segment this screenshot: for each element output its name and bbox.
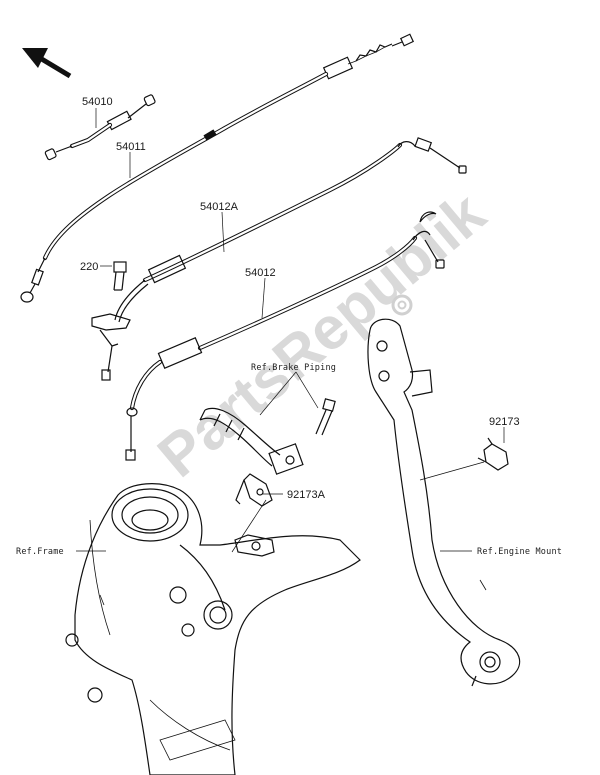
part-54012A-cable[interactable] xyxy=(114,137,467,323)
leader-lines xyxy=(76,108,505,553)
front-direction-arrow-icon xyxy=(22,48,72,79)
part-54010-cable[interactable] xyxy=(44,94,156,161)
label-54011: 54011 xyxy=(116,141,146,153)
watermark-text: PartsRepublik xyxy=(145,179,498,490)
brake-pipe-bolt xyxy=(315,398,336,436)
label-92173A: 92173A xyxy=(287,489,326,501)
label-54012: 54012 xyxy=(245,267,276,279)
label-54010: 54010 xyxy=(82,96,113,108)
part-92173-clamp[interactable] xyxy=(477,437,509,471)
brake-piping xyxy=(199,407,304,475)
part-92173A-clamp[interactable] xyxy=(235,473,273,507)
ref-frame-label: Ref.Frame xyxy=(16,547,64,557)
watermark-gear-icon xyxy=(391,294,413,316)
cable-bracket xyxy=(91,313,131,381)
label-54012A: 54012A xyxy=(200,201,239,213)
label-220: 220 xyxy=(80,261,98,273)
engine-mount-bracket xyxy=(367,318,521,687)
part-220-bolt[interactable] xyxy=(113,261,127,291)
motorcycle-frame xyxy=(65,483,361,775)
watermark: PartsRepublik xyxy=(145,179,498,490)
ref-brake-piping-label: Ref.Brake Piping xyxy=(251,363,336,373)
part-54011-cable[interactable] xyxy=(20,33,415,303)
part-54012-cable[interactable] xyxy=(125,211,445,461)
ref-engine-mount-label: Ref.Engine Mount xyxy=(477,547,562,557)
label-92173: 92173 xyxy=(489,416,520,428)
